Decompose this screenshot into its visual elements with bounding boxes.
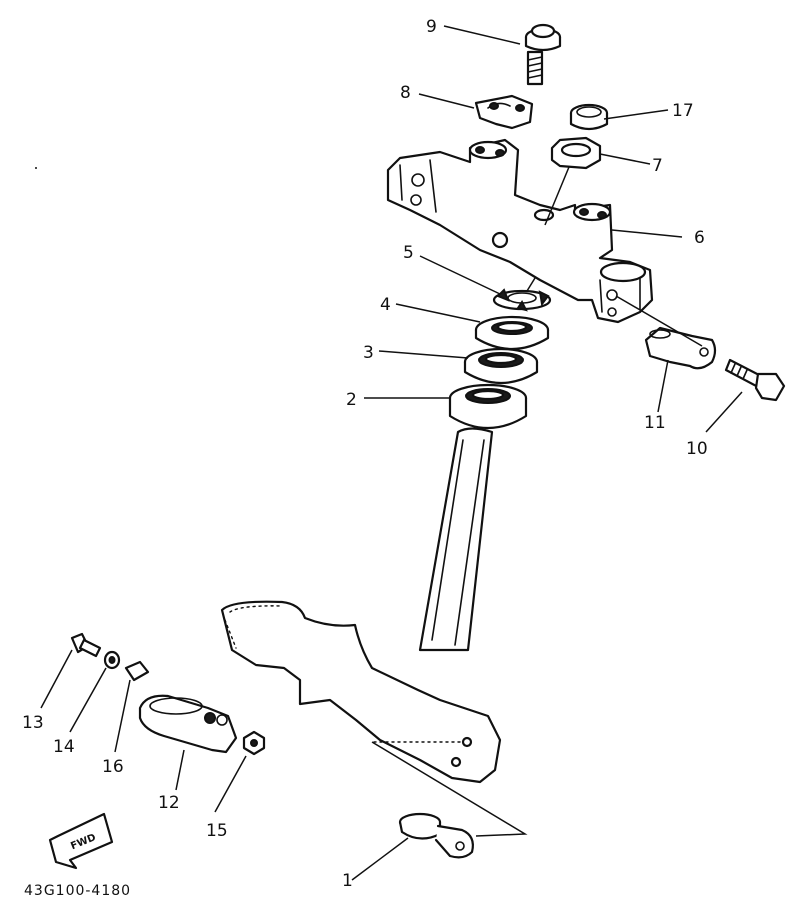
- part-5-axis: [526, 277, 536, 292]
- part-1-cable-guide: [398, 812, 474, 859]
- leader-lines: [40, 25, 743, 813]
- callout-4: 4: [380, 295, 391, 315]
- leader-1-mount: [371, 741, 528, 837]
- fwd-arrow: FWD: [48, 812, 114, 870]
- callout-1: 1: [342, 871, 353, 891]
- leader-1: [351, 837, 409, 881]
- callout-labels: 1 2 3 4 5 6 7 8 9 10 11 12 13 14 15 16 1…: [22, 17, 708, 891]
- part-11-bracket: [644, 326, 717, 370]
- callout-12: 12: [158, 793, 180, 813]
- stem-centerline: [544, 166, 570, 226]
- part-13-bolt: [70, 632, 102, 658]
- part-5-ring-nut: [492, 288, 552, 312]
- part-15-nut: [242, 730, 266, 756]
- callout-10: 10: [686, 439, 708, 459]
- callout-9: 9: [426, 17, 437, 37]
- part-14-washer: [103, 650, 121, 670]
- callout-6: 6: [694, 228, 705, 248]
- stray-mark: [35, 167, 37, 169]
- callout-17: 17: [672, 101, 694, 121]
- callout-7: 7: [652, 156, 663, 176]
- under-bracket-stem: [220, 427, 502, 784]
- part-17-cap: [569, 103, 609, 131]
- callout-3: 3: [363, 343, 374, 363]
- callout-2: 2: [346, 390, 357, 410]
- callout-16: 16: [102, 757, 124, 777]
- callout-5: 5: [403, 243, 414, 263]
- part-10-bolt: [724, 358, 786, 402]
- part-16-collar: [124, 660, 150, 682]
- callout-15: 15: [206, 821, 228, 841]
- callout-11: 11: [644, 413, 666, 433]
- part-4-bearing-cover: [474, 315, 550, 350]
- part-9-bolt: [524, 23, 562, 86]
- part-8-clamp-cap: [474, 94, 534, 130]
- callout-8: 8: [400, 83, 411, 103]
- part-7-nut: [550, 136, 602, 170]
- part-11-axis: [615, 295, 703, 347]
- part-6-upper-bracket: [386, 138, 654, 324]
- callout-13: 13: [22, 713, 44, 733]
- part-2-bearing-race: [448, 383, 528, 430]
- part-12-clamp: [138, 694, 238, 754]
- callout-14: 14: [53, 737, 75, 757]
- part-3-bearing: [463, 347, 539, 384]
- drawing-code: 43G100-4180: [24, 883, 131, 899]
